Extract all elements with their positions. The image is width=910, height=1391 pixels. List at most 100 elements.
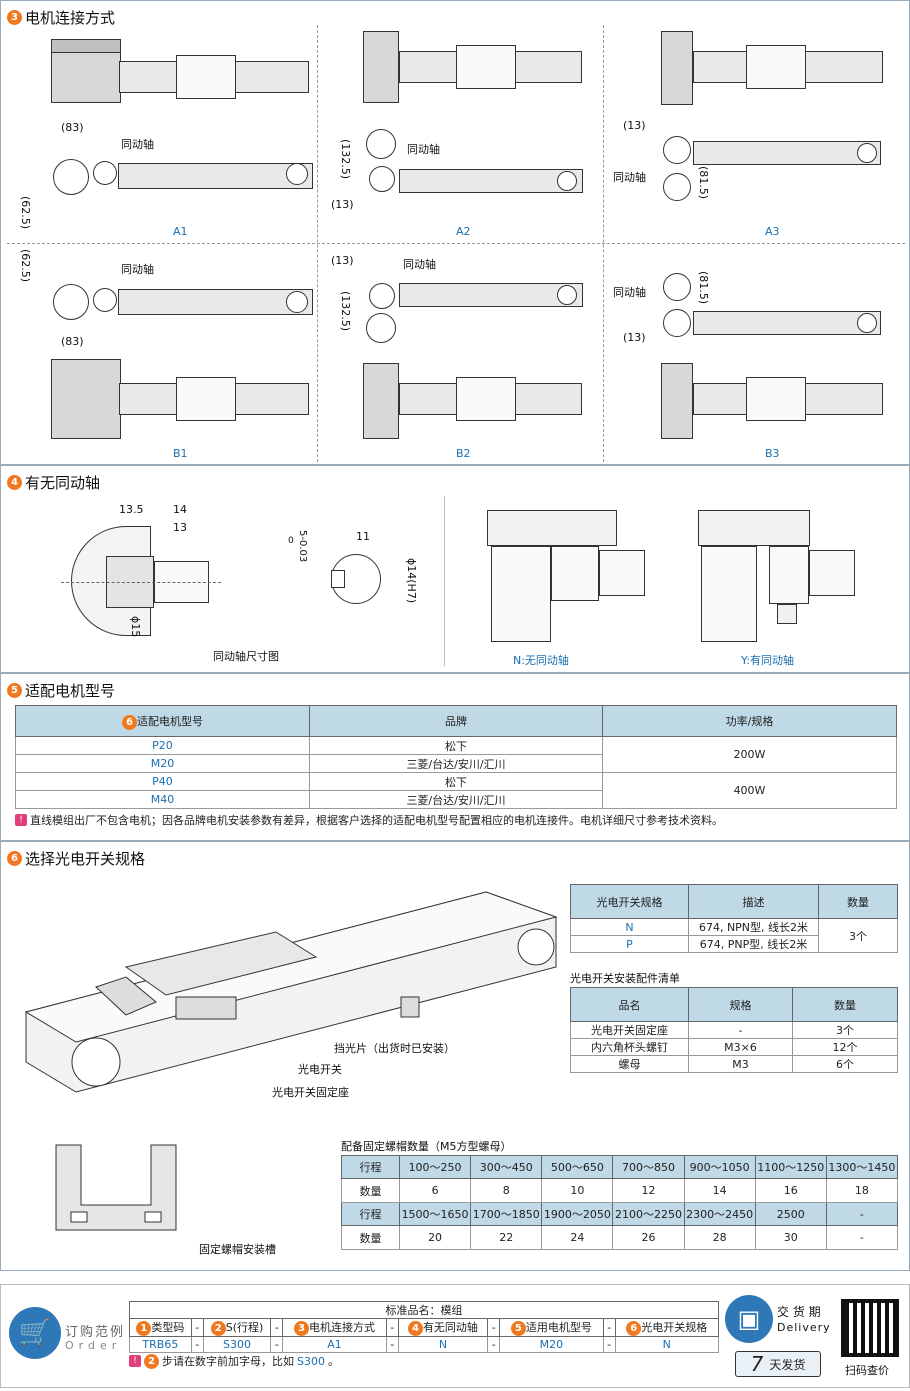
shaft-label: 同动轴 xyxy=(121,263,154,276)
dim-label: 13 xyxy=(173,521,187,534)
dim-label: (83) xyxy=(61,335,84,348)
dim-label: (132.5) xyxy=(339,139,352,180)
cell: - xyxy=(825,1225,899,1250)
note-text: 直线模组出厂不包含电机；因各品牌电机安装参数有差异，根据客户选择的适配电机型号配… xyxy=(30,814,723,827)
delivery-subtitle: Delivery xyxy=(777,1321,831,1334)
table-row: M40 三菱/台达/安川/汇川 xyxy=(15,790,897,809)
accessory-table: 品名 规格 数量 光电开关固定座 - 3个 内六角杯头螺钉 M3×6 12个 螺… xyxy=(570,987,898,1073)
cell: 100～250 xyxy=(398,1155,472,1179)
cell: 900～1050 xyxy=(683,1155,756,1179)
cell: 700～850 xyxy=(612,1155,685,1179)
cell-power: 400W xyxy=(602,772,897,809)
cell-spec: M3 xyxy=(688,1055,793,1073)
cell: - xyxy=(825,1202,899,1226)
section-shaft-option: 4 有无同动轴 13.5 14 13 ϕ15 11 0 5-0.03 ϕ14(H… xyxy=(0,465,910,673)
qr-caption: 扫码查价 xyxy=(845,1364,889,1377)
cell-qty: 3个 xyxy=(818,918,898,953)
section-title-text: 有无同动轴 xyxy=(25,474,101,492)
step-number-badge: 4 xyxy=(407,1321,423,1336)
cell-qty: 6个 xyxy=(792,1055,898,1073)
table-row: 内六角杯头螺钉 M3×6 12个 xyxy=(570,1038,898,1056)
days-text: 天发货 xyxy=(769,1357,806,1372)
cell-model: M20 xyxy=(15,754,310,773)
header-qty: 数量 xyxy=(792,987,898,1022)
dim-label: (13) xyxy=(331,254,354,267)
table-row: P40 松下 400W xyxy=(15,772,897,809)
table-row: P 674, PNP型, 线长2米 xyxy=(570,935,898,953)
dim-label: 11 xyxy=(356,530,370,543)
cell-brand: 松下 xyxy=(309,772,603,791)
separator: - xyxy=(602,1318,616,1337)
cell: 12 xyxy=(612,1178,685,1203)
table-row: TRB65 - S300 - A1 - N - M20 - N xyxy=(129,1336,720,1353)
step-number-badge: 6 xyxy=(122,714,137,730)
header-desc: 描述 xyxy=(688,884,819,919)
delivery-title: 交 货 期 xyxy=(777,1305,821,1319)
module-illustration xyxy=(24,891,558,1093)
cell-model: P40 xyxy=(15,772,310,791)
note-example: S300 xyxy=(297,1354,325,1368)
cell-brand: 三菱/台达/安川/汇川 xyxy=(309,754,603,773)
cart-icon: 🛒 xyxy=(9,1307,61,1359)
note-end: 。 xyxy=(327,1355,339,1368)
row-label: 数量 xyxy=(341,1225,400,1250)
field-label: S(行程) xyxy=(225,1321,264,1334)
header-name: 品名 xyxy=(570,987,689,1022)
table-row: P20 松下 200W xyxy=(15,736,897,773)
note-icon: ! xyxy=(129,1355,141,1367)
cell: 26 xyxy=(612,1225,685,1250)
header-spec: 规格 xyxy=(688,987,793,1022)
dim-label: 13.5 xyxy=(119,503,144,516)
separator: - xyxy=(487,1318,501,1337)
caption-a2: A2 xyxy=(456,225,471,238)
separator: - xyxy=(602,1336,616,1353)
table-row: N 674, NPN型, 线长2米 3个 xyxy=(570,918,898,953)
dim-label: 0 xyxy=(288,536,294,546)
shaft-label: 同动轴 xyxy=(403,258,436,271)
section-title: 4 有无同动轴 xyxy=(7,472,100,493)
with-shaft-caption: Y:有同动轴 xyxy=(741,654,794,667)
dim-label: (13) xyxy=(623,331,646,344)
field-label: 电机连接方式 xyxy=(309,1321,375,1334)
separator: - xyxy=(487,1336,501,1353)
caption-b2: B2 xyxy=(456,447,471,460)
cell: 500～650 xyxy=(541,1155,614,1179)
cell-name: 螺母 xyxy=(570,1055,689,1073)
field-label: 适用电机型号 xyxy=(525,1321,592,1334)
cell-model: M40 xyxy=(15,790,310,809)
cell: 1300～1450 xyxy=(825,1155,899,1179)
nut-table-title: 配备固定螺帽数量（M5方型螺母） xyxy=(341,1140,512,1153)
separator: - xyxy=(270,1318,284,1337)
section-title-text: 选择光电开关规格 xyxy=(25,850,146,868)
step-number-badge: 6 xyxy=(7,851,22,866)
dim-label: ϕ15 xyxy=(129,616,142,638)
cell: 1500～1650 xyxy=(398,1202,472,1226)
field-value: N xyxy=(397,1336,489,1353)
step-number-badge: 2 xyxy=(210,1321,226,1336)
shaft-label: 同动轴 xyxy=(407,143,440,156)
table-row: 光电开关固定座 - 3个 xyxy=(570,1021,898,1039)
photo-switch-spec-table: 光电开关规格 描述 数量 N 674, NPN型, 线长2米 3个 P 674,… xyxy=(570,884,898,953)
step-number-badge: 1 xyxy=(136,1321,152,1336)
section-motor-connection: 3 电机连接方式 (83) 同动轴 (62.5) A1 同动轴 (132.5) … xyxy=(0,0,910,465)
table-row: 行程 100～250 300～450 500～650 700～850 900～1… xyxy=(341,1155,899,1179)
separator: - xyxy=(190,1318,204,1337)
cell-desc: 674, NPN型, 线长2米 xyxy=(688,918,819,936)
row-label: 行程 xyxy=(341,1202,400,1226)
table-row: 数量 20 22 24 26 28 30 - xyxy=(341,1225,899,1250)
shaft-label: 同动轴 xyxy=(613,171,646,184)
dim-label: (83) xyxy=(61,121,84,134)
field-value: S300 xyxy=(202,1336,272,1353)
dim-label: ϕ14(H7) xyxy=(405,558,418,604)
cell: 10 xyxy=(541,1178,614,1203)
cell-name: 光电开关固定座 xyxy=(570,1021,689,1039)
label-slot: 固定螺帽安装槽 xyxy=(199,1243,276,1256)
motor-note: ! 直线模组出厂不包含电机；因各品牌电机安装参数有差异，根据客户选择的适配电机型… xyxy=(15,812,723,828)
section-title: 3 电机连接方式 xyxy=(7,7,115,28)
step-number-badge: 5 xyxy=(510,1321,526,1336)
